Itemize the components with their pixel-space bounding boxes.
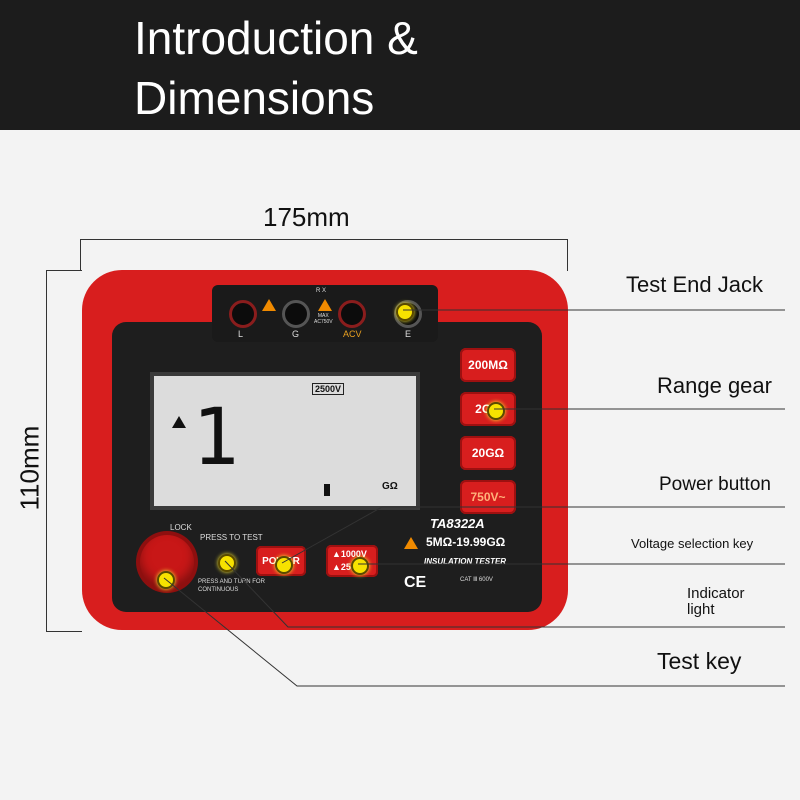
voltage-selection-key-callout: Voltage selection key <box>631 536 754 551</box>
height-tick-bottom <box>46 631 82 632</box>
indicator-light-callout: Indicator light <box>687 585 745 618</box>
voltage-key-line2: ▲2500V <box>332 562 367 572</box>
lcd-voltage-badge: 2500V <box>312 383 345 395</box>
range-20gohm-button[interactable]: 20GΩ <box>460 436 516 470</box>
width-tick-left <box>80 239 81 271</box>
indicator-light-leader <box>224 560 785 628</box>
acv-label: ACV <box>343 329 362 339</box>
test-key-leader <box>163 577 785 687</box>
acv-jack[interactable] <box>338 300 366 328</box>
range-200mohm-button[interactable]: 200MΩ <box>460 348 516 382</box>
height-tick-top <box>46 270 82 271</box>
lock-label: LOCK <box>170 523 192 532</box>
range-750v-button[interactable]: 750V~ <box>460 480 516 514</box>
test-end-jack-marker <box>396 303 414 321</box>
warning-icon <box>262 299 276 311</box>
ce-mark: CE <box>404 574 427 591</box>
header-bar: Introduction & Dimensions <box>0 0 800 130</box>
g-label: G <box>292 329 300 339</box>
range-gear-callout: Range gear <box>657 373 772 398</box>
max-label: MAX AC750V <box>314 313 333 325</box>
lcd-warning-icon <box>172 416 186 428</box>
press-to-test-label: PRESS TO TEST <box>200 533 263 542</box>
width-dimension-label: 175mm <box>263 202 350 232</box>
power-button-marker <box>275 556 293 574</box>
g-jack[interactable] <box>282 300 310 328</box>
lcd-display: 2500V 1 GΩ <box>150 372 420 510</box>
l-label: L <box>238 329 244 339</box>
height-dimension-line <box>46 270 47 632</box>
l-jack[interactable] <box>229 300 257 328</box>
lcd-unit: GΩ <box>382 481 398 492</box>
cat-rating: CAT Ⅲ 600V <box>460 577 493 583</box>
range-gear-marker <box>487 402 505 420</box>
power-button-callout: Power button <box>659 474 771 495</box>
warning-icon <box>318 299 332 311</box>
voltage-key-line1: ▲1000V <box>332 549 367 559</box>
lcd-reading: 1 <box>192 393 239 483</box>
range-spec: 5MΩ-19.99GΩ <box>426 535 506 549</box>
power-button-leader <box>281 506 785 564</box>
width-tick-right <box>567 239 568 271</box>
model-name: TA8322A <box>430 516 485 531</box>
press-turn-label: PRESS AND TURN FOR CONTINUOUS <box>198 579 265 593</box>
e-label: E <box>405 329 412 339</box>
lcd-cursor <box>324 484 330 496</box>
test-key-callout: Test key <box>657 648 742 674</box>
width-dimension-line <box>80 239 568 240</box>
warning-icon <box>404 537 418 549</box>
rx-label: R X <box>316 288 327 294</box>
voltage-key-marker <box>351 557 369 575</box>
page-title: Introduction & Dimensions <box>134 12 418 124</box>
test-end-jack-callout: Test End Jack <box>626 272 763 297</box>
device-type: INSULATION TESTER <box>424 557 507 566</box>
